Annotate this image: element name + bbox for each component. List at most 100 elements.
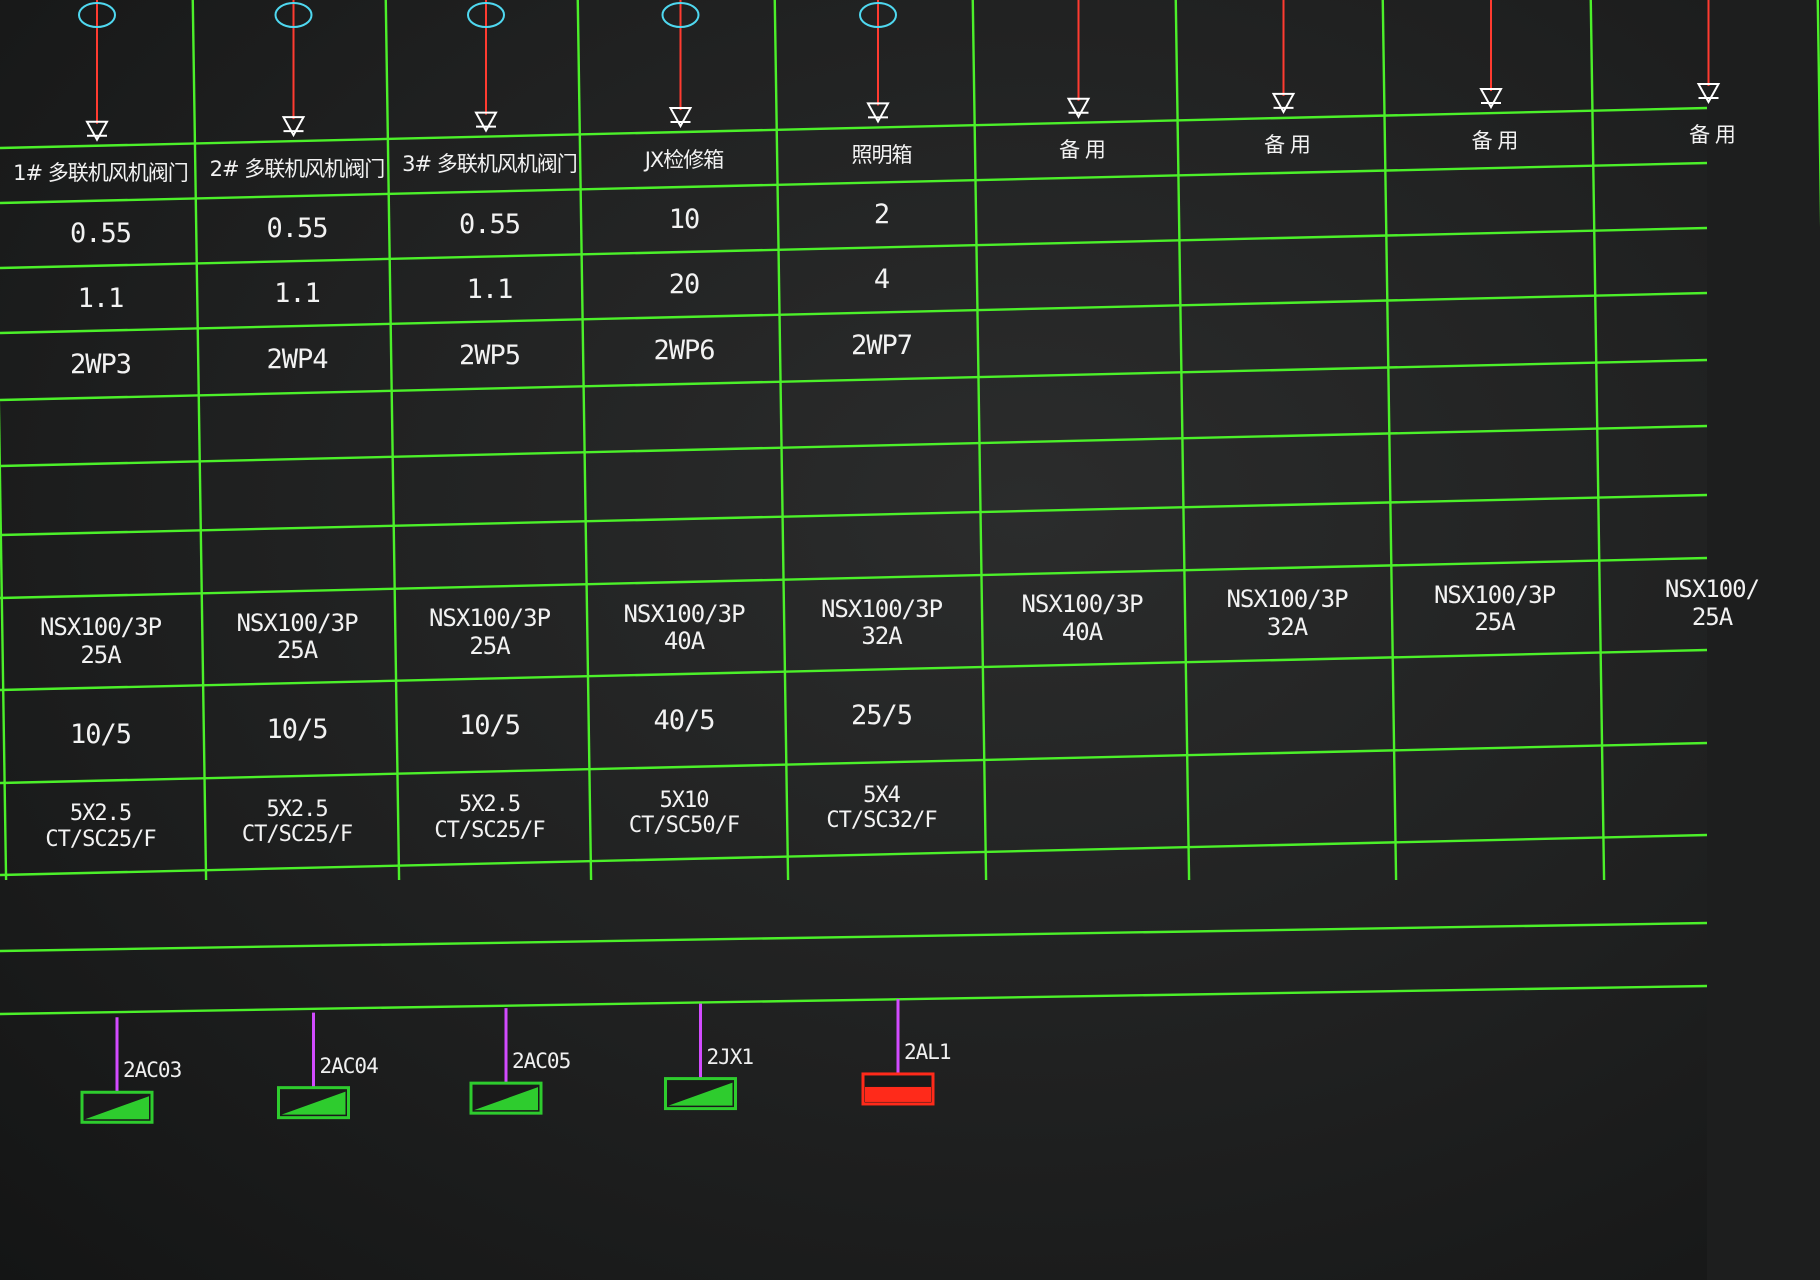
feeder-drop	[78, 0, 116, 142]
feeder-drop	[1271, 0, 1296, 114]
device-symbol-icon	[274, 2, 313, 28]
calc-current: 1.1	[77, 282, 125, 314]
breaker-model: NSX100/3P	[1226, 585, 1348, 614]
ct-ratio: 40/5	[653, 705, 715, 737]
indicator-label: 2AC03	[123, 1058, 182, 1083]
rated-power-cell: 0.55	[207, 199, 388, 258]
device-symbol-icon	[467, 2, 505, 28]
feeder-name-cell: 3# 多联机风机阀门	[400, 140, 580, 189]
rated-power: 2	[873, 199, 890, 231]
ct-ratio-cell: 10/5	[207, 686, 388, 773]
arrow-down-icon	[1066, 97, 1091, 119]
rated-power: 0.55	[266, 213, 328, 245]
breaker-model: NSX100/	[1664, 575, 1760, 604]
rated-power: 10	[668, 204, 701, 236]
grid-row-line	[0, 493, 1708, 537]
ct-ratio-cell: 40/5	[592, 677, 777, 764]
device-symbol-icon	[661, 2, 700, 28]
grid-row-line	[0, 741, 1708, 785]
rated-power-cell: 0.55	[400, 195, 580, 254]
feeder-drop	[467, 0, 505, 133]
breaker-rating: 25A	[469, 631, 510, 660]
breaker-model: NSX100/3P	[623, 599, 745, 628]
circuit-number-cell: 2WP3	[7, 334, 195, 395]
rated-power-cell: 10	[592, 190, 777, 249]
ct-ratio: 10/5	[69, 718, 132, 750]
running-fill	[281, 1091, 346, 1115]
status-indicator[interactable]	[664, 1003, 737, 1111]
grid-row-line	[0, 556, 1708, 600]
breaker-rating: 25A	[1474, 608, 1515, 637]
feeder-drop	[1479, 0, 1503, 110]
indicator-label: 2AC05	[512, 1049, 571, 1074]
feeder-name-cell: 照明箱	[789, 130, 975, 179]
cable-conduit: CT/SC25/F	[45, 826, 156, 852]
grid-row-line	[0, 161, 1708, 205]
grid-column-line	[384, 0, 401, 881]
feeder-name: 1# 多联机风机阀门	[13, 161, 189, 186]
grid-column-line	[1381, 0, 1398, 881]
grid-row-line	[0, 424, 1708, 468]
breaker-rating: 40A	[1061, 617, 1103, 646]
cable-size: 5X10	[659, 787, 710, 813]
grid-column-line	[1174, 0, 1191, 881]
circuit-number-cell: 2WP4	[207, 329, 388, 390]
status-indicator[interactable]	[277, 1012, 350, 1120]
circuit-number-cell: 2WP6	[592, 320, 777, 381]
ct-ratio-cell: 10/5	[400, 682, 580, 769]
circuit-number: 2WP7	[850, 330, 913, 362]
status-indicator[interactable]	[469, 1008, 543, 1115]
feeder-name: 3# 多联机风机阀门	[402, 152, 578, 177]
indicator-label: 2AC04	[319, 1053, 379, 1078]
feeder-name-cell: 2# 多联机风机阀门	[207, 144, 388, 193]
feeder-name: JX检修箱	[644, 147, 725, 172]
grid-row-line	[0, 358, 1708, 402]
feeder-drop	[859, 0, 897, 124]
running-fill	[668, 1082, 733, 1106]
cable-conduit: CT/SC25/F	[241, 822, 353, 848]
breaker-rating: 25A	[80, 640, 121, 669]
status-indicator[interactable]	[80, 1017, 154, 1124]
calc-current: 1.1	[274, 278, 321, 310]
feeder-name-cell: 备 用	[1190, 121, 1385, 170]
cable-size: 5X2.5	[69, 801, 132, 827]
status-indicator[interactable]	[861, 998, 935, 1106]
cable-size: 5X2.5	[266, 796, 328, 822]
running-fill	[474, 1087, 538, 1111]
feeder-name-cell: 备 用	[1605, 111, 1820, 160]
cable-conduit: CT/SC50/F	[628, 813, 740, 839]
cable-conduit: CT/SC25/F	[434, 817, 545, 843]
rated-power: 0.55	[69, 217, 132, 249]
indicator-label: 2JX1	[706, 1044, 755, 1069]
fault-fill	[865, 1086, 931, 1102]
breaker-model: NSX100/3P	[236, 608, 358, 637]
running-fill	[85, 1096, 149, 1120]
cable-size: 5X2.5	[458, 792, 521, 818]
arrow-down-icon	[668, 107, 693, 129]
calc-current: 4	[873, 264, 890, 296]
grid-column-line	[576, 0, 593, 881]
arrow-down-icon	[474, 111, 498, 133]
breaker-model: NSX100/3P	[39, 613, 162, 642]
feeder-drop	[661, 0, 700, 129]
calc-current: 20	[668, 269, 701, 301]
arrow-down-icon	[281, 116, 306, 138]
grid-row-line	[0, 226, 1708, 270]
breaker-model: NSX100/3P	[428, 604, 551, 633]
feeder-drop	[1696, 0, 1721, 105]
cable-conduit: CT/SC32/F	[826, 808, 937, 834]
feeder-name-cell: 1# 多联机风机阀门	[7, 149, 195, 198]
feeder-drop	[1066, 0, 1091, 119]
breaker-rating: 25A	[276, 636, 318, 665]
feeder-name: 备 用	[1264, 133, 1311, 158]
rated-power-cell: 2	[789, 185, 975, 244]
calc-current: 1.1	[466, 273, 514, 305]
